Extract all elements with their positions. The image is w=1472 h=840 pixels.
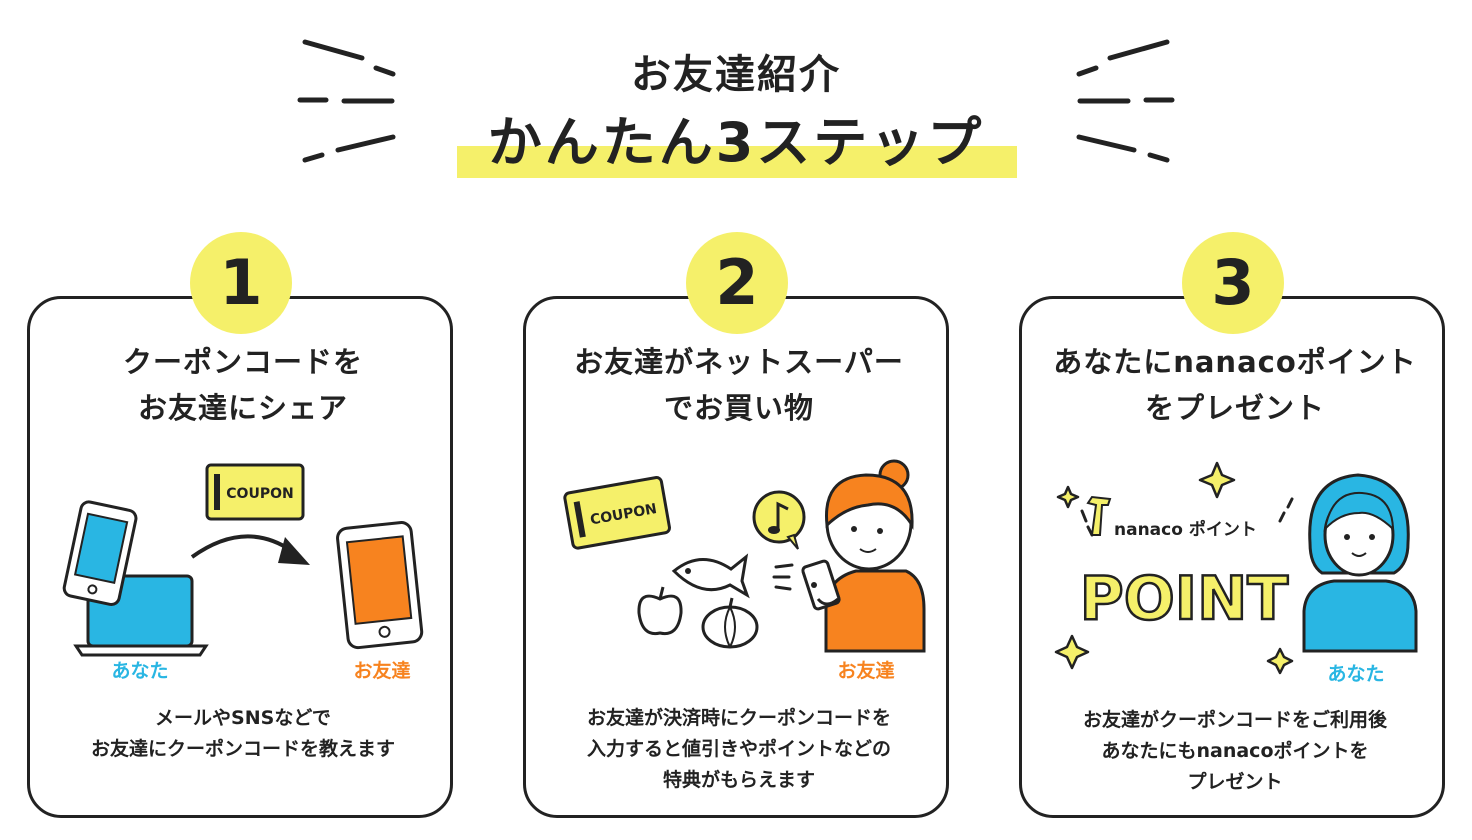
step-1-description: メールやSNSなどで お友達にクーポンコードを教えます bbox=[30, 703, 456, 765]
step-3-title-line2: をプレゼント bbox=[1144, 391, 1325, 425]
coupon-icon: COUPON bbox=[205, 463, 305, 521]
page-subtitle: かんたん3ステップ bbox=[487, 111, 985, 174]
step-card-1: クーポンコードを お友達にシェア COUPON bbox=[27, 296, 453, 818]
header-burst-lines bbox=[297, 39, 1175, 163]
music-note-icon bbox=[752, 490, 806, 550]
step-3-title: あなたにnanacoポイント をプレゼント bbox=[1022, 339, 1448, 431]
apple-icon bbox=[637, 586, 683, 636]
coupon-icon: COUPON bbox=[563, 476, 671, 550]
coupon-text: COUPON bbox=[226, 486, 293, 502]
step-2-title-line1: お友達がネットスーパー bbox=[574, 345, 904, 379]
nanaco-logo-icon: nanaco ポイント bbox=[1086, 495, 1257, 540]
phone-you-icon bbox=[62, 500, 138, 607]
step-2-desc-line2: 入力すると値引きやポイントなどの bbox=[586, 738, 891, 760]
step-badge-2: 2 bbox=[686, 232, 788, 334]
label-friend: お友達 bbox=[837, 659, 894, 682]
step-1-title: クーポンコードを お友達にシェア bbox=[30, 339, 456, 431]
step-card-2: お友達がネットスーパー でお買い物 COUPON bbox=[523, 296, 949, 818]
friend-person-icon bbox=[801, 459, 926, 653]
step-2-title: お友達がネットスーパー でお買い物 bbox=[526, 339, 952, 431]
step-badge-3: 3 bbox=[1182, 232, 1284, 334]
page-title: お友達紹介 bbox=[631, 52, 841, 98]
right-burst-lines bbox=[1076, 39, 1175, 163]
step-1-title-line2: お友達にシェア bbox=[137, 391, 348, 425]
step-2-description: お友達が決済時にクーポンコードを 入力すると値引きやポイントなどの 特典がもらえ… bbox=[526, 703, 952, 796]
left-burst-lines bbox=[297, 39, 396, 163]
step-card-3: あなたにnanacoポイント をプレゼント nanaco ポイント POINT bbox=[1019, 296, 1445, 818]
arrow-icon bbox=[190, 534, 310, 565]
phone-friend-icon bbox=[336, 521, 424, 650]
motion-lines bbox=[772, 563, 794, 591]
label-friend: お友達 bbox=[353, 659, 410, 682]
point-text: POINT bbox=[1080, 564, 1289, 634]
step-3-desc-line1: お友達がクーポンコードをご利用後 bbox=[1082, 709, 1387, 731]
step-1-desc-line1: メールやSNSなどで bbox=[155, 707, 331, 729]
you-person-icon bbox=[1302, 473, 1418, 653]
step-2-desc-line3: 特典がもらえます bbox=[662, 769, 815, 791]
fish-icon bbox=[671, 553, 750, 599]
shopping-illustration: COUPON bbox=[563, 459, 926, 682]
step-3-description: お友達がクーポンコードをご利用後 あなたにもnanacoポイントを プレゼント bbox=[1022, 705, 1448, 798]
step-badge-1: 1 bbox=[190, 232, 292, 334]
pumpkin-icon bbox=[701, 597, 759, 649]
label-you: あなた bbox=[111, 660, 168, 682]
label-you: あなた bbox=[1327, 663, 1384, 685]
step-1-desc-line2: お友達にクーポンコードを教えます bbox=[90, 738, 395, 760]
nanaco-point-illustration: nanaco ポイント POINT あなた bbox=[1054, 461, 1418, 685]
share-coupon-illustration: COUPON あなた お友達 bbox=[62, 463, 424, 682]
step-3-desc-line2: あなたにもnanacoポイントを bbox=[1101, 740, 1369, 762]
subtitle-highlight bbox=[457, 146, 1017, 178]
step-3-desc-line3: プレゼント bbox=[1187, 771, 1283, 793]
step-1-title-line1: クーポンコードを bbox=[122, 345, 363, 379]
step-2-desc-line1: お友達が決済時にクーポンコードを bbox=[586, 707, 891, 729]
nanaco-label: nanaco ポイント bbox=[1114, 519, 1257, 540]
step-3-title-line1: あなたにnanacoポイント bbox=[1053, 345, 1417, 379]
step-2-title-line2: でお買い物 bbox=[663, 391, 814, 425]
